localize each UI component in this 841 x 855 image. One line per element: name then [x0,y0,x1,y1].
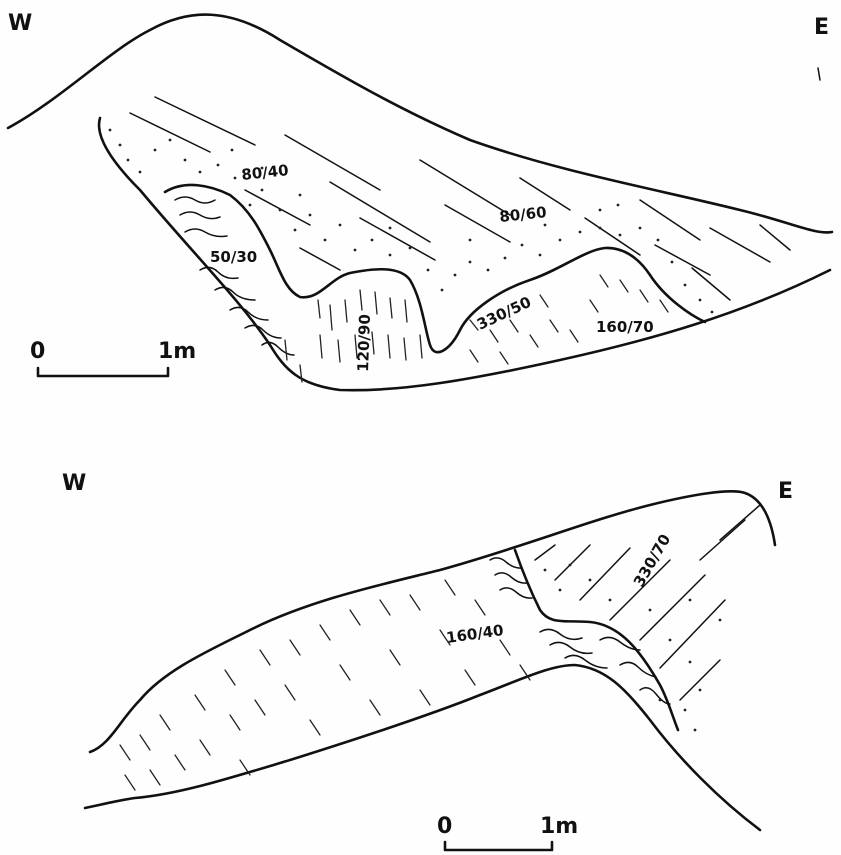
section-2-scale-one-meter: 1m [540,814,578,839]
section-1-attitude-50-30: 50/30 [210,248,257,266]
section-1-crenulation [175,197,294,355]
section-2-scale-bar: 0 1m [437,814,578,850]
section-2-base-profile [85,665,760,830]
section-1: W E 80/40 80/60 50/30 120/90 330/50 160/… [8,11,832,390]
section-2-foliation [120,580,530,790]
section-1-stipple [109,129,714,314]
section-1-attitude-80-60: 80/60 [499,203,548,226]
section-2-scale-zero: 0 [437,814,452,839]
section-2-east-label: E [778,479,793,504]
section-1-attitude-120-90: 120/90 [354,314,374,372]
section-1-scale-bar: 0 1m [30,339,196,376]
section-1-surface-profile [8,15,832,233]
section-2: W E 160/40 330/70 0 1m [62,471,793,850]
section-1-east-label: E [814,15,829,40]
section-1-scale-zero: 0 [30,339,45,364]
section-2-bedding-lines [535,505,760,700]
section-1-attitude-80-40: 80/40 [241,161,290,184]
section-1-attitude-160-70: 160/70 [596,318,654,336]
section-1-scale-one-meter: 1m [158,339,196,364]
section-1-attitude-330-50: 330/50 [474,293,534,334]
section-2-attitude-330-70: 330/70 [630,531,674,590]
section-1-west-label: W [8,11,32,36]
section-2-west-label: W [62,471,86,496]
section-1-base-contact [99,118,830,390]
section-2-attitude-160-40: 160/40 [445,621,505,647]
